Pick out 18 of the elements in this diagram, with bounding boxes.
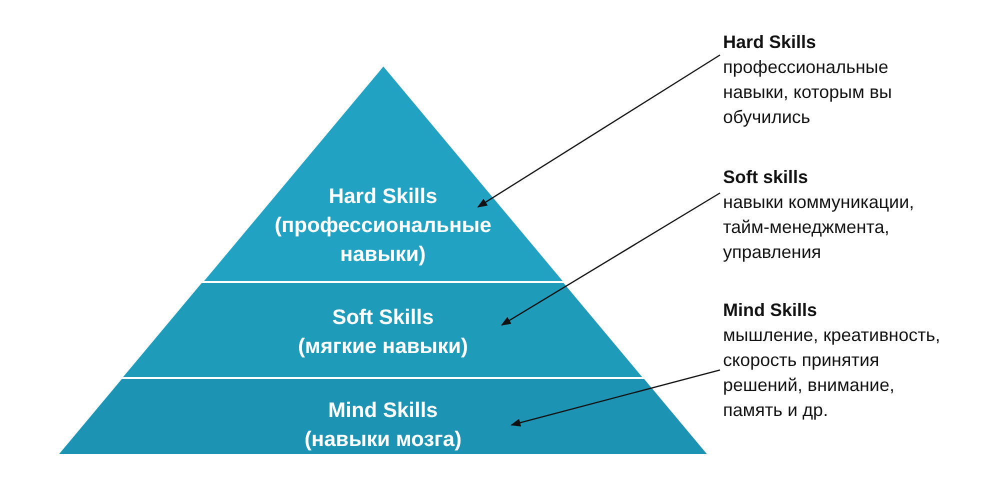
arrow (510, 369, 720, 427)
tier-label: (профессиональные навыки) (274, 213, 492, 268)
annotation-text: мышление, креативность, скорость принятия решений, внимание, память и др. (723, 324, 942, 422)
tier-label: Hard Skills (328, 184, 438, 210)
annotation-heading: Mind Skills (723, 299, 818, 322)
pyramid-tier (121, 282, 645, 378)
pyramid-tier (57, 378, 709, 455)
tier-label: (мягкие навыки) (298, 334, 468, 360)
tier-label: Soft Skills (332, 305, 434, 331)
annotation-heading: Soft skills (723, 166, 810, 189)
tier-label: (навыки мозга) (304, 427, 462, 453)
arrow (500, 192, 720, 326)
annotation-heading: Hard Skills (723, 31, 818, 54)
arrow (477, 54, 720, 208)
pyramid-tier (202, 65, 564, 282)
tier-label: Mind Skills (328, 398, 438, 424)
annotation-text: навыки коммуникации, тайм-менеджмента, управления (723, 191, 916, 264)
annotation-text: профессиональные навыки, которым вы обучились (723, 56, 893, 129)
